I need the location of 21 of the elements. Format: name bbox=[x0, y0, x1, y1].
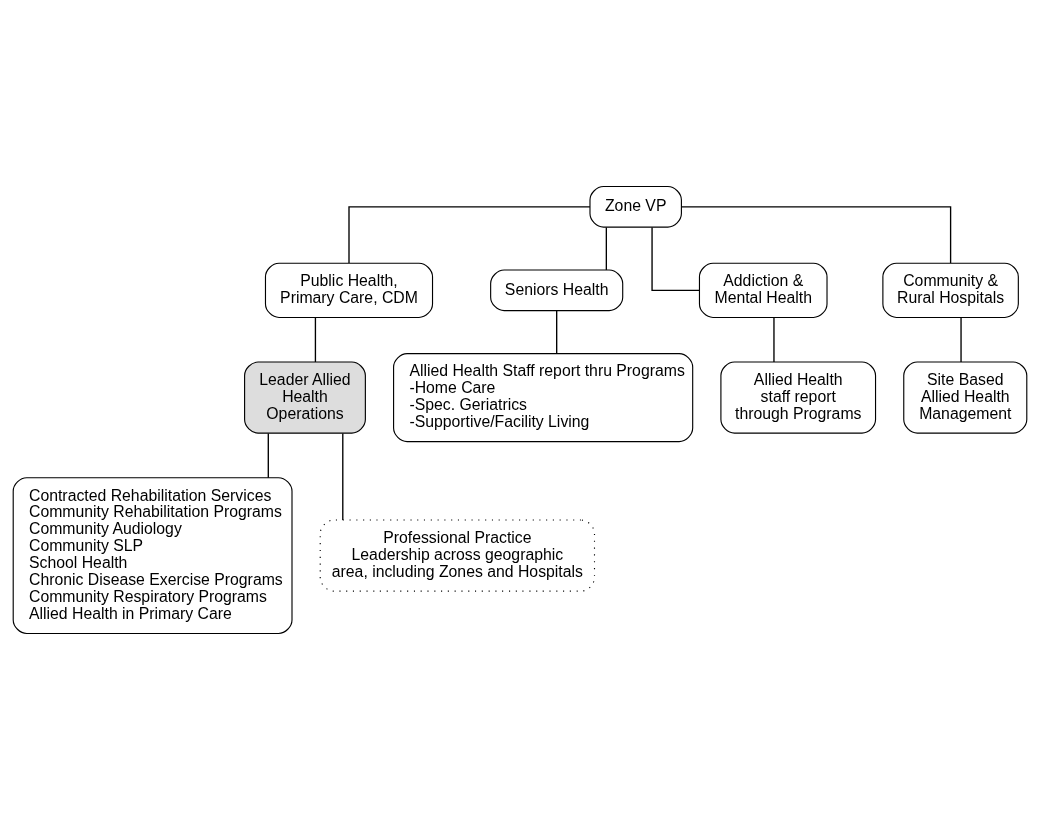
node-box: Zone VP bbox=[589, 185, 682, 228]
node-box: Addiction & Mental Health bbox=[698, 262, 828, 318]
node-box: Allied Health staff report through Programs bbox=[720, 361, 877, 434]
connector bbox=[348, 206, 591, 264]
node-box: Community & Rural Hospitals bbox=[882, 262, 1019, 318]
connector bbox=[773, 317, 775, 363]
node-box: Site Based Allied Health Management bbox=[903, 361, 1028, 434]
connector bbox=[342, 432, 344, 521]
node-box: Leader Allied Health Operations bbox=[244, 361, 366, 434]
node-box: Professional Practice Leadership across geographic area, including Zones and Hospitals bbox=[319, 519, 596, 592]
node-box: Allied Health Staff report thru Programs -Home Care -Spec. Geriatrics -Supportive/Facility Living bbox=[393, 353, 694, 443]
connector bbox=[651, 226, 700, 292]
node-box: Seniors Health bbox=[490, 269, 624, 312]
node-box: Contracted Rehabilitation Services Community Rehabilitation Programs Community Audiology Community SLP School Health Chronic Disease Exercise Programs Community Respiratory Programs Allied Health in Primary Care bbox=[12, 477, 293, 635]
connector bbox=[960, 317, 962, 363]
connector bbox=[605, 226, 608, 271]
node-box: Public Health, Primary Care, CDM bbox=[264, 262, 434, 318]
connector bbox=[556, 310, 558, 355]
connector bbox=[314, 317, 317, 363]
connector bbox=[267, 432, 269, 479]
connector bbox=[680, 206, 952, 264]
